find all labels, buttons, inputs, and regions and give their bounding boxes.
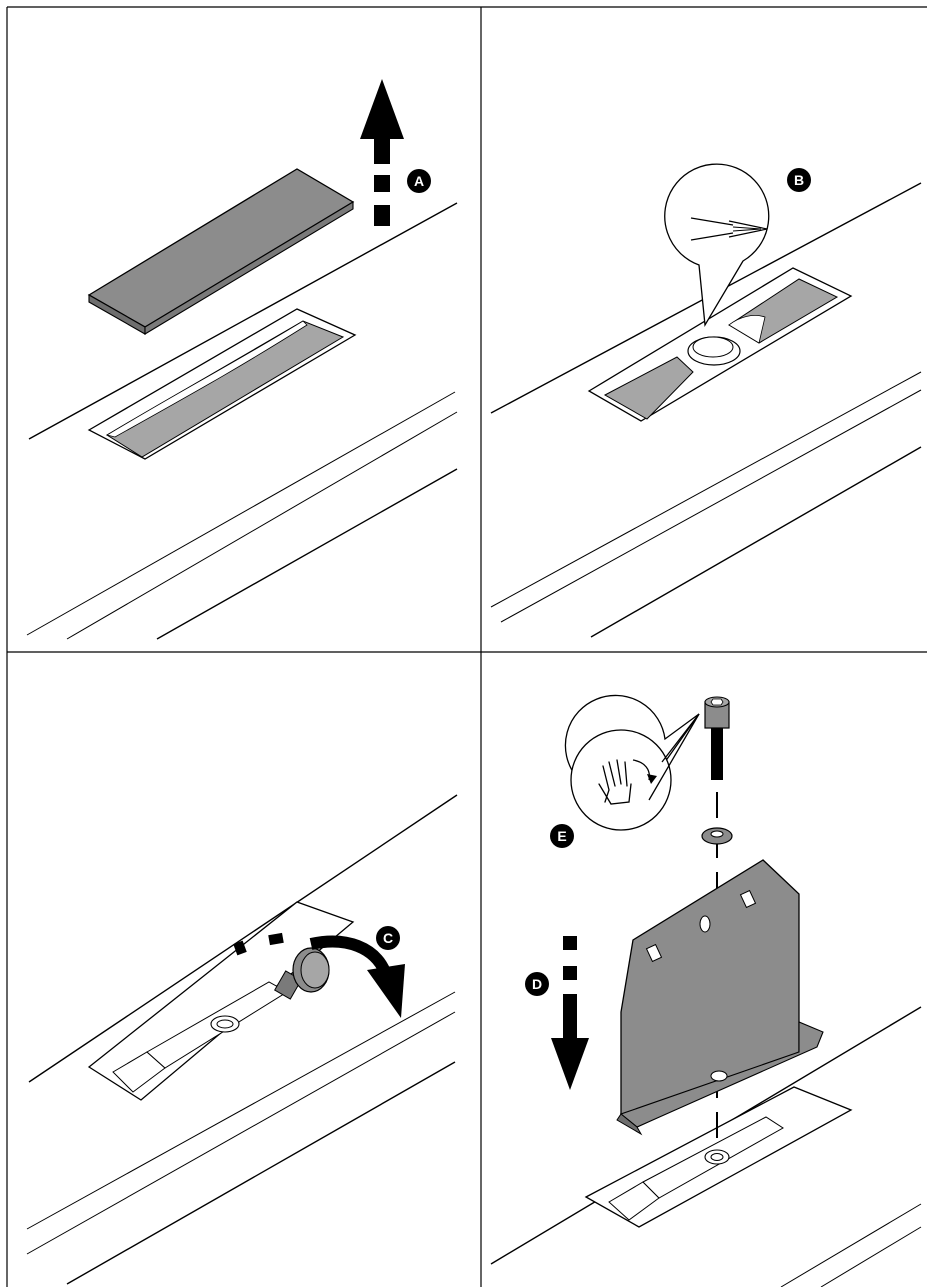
screwdriver-tip-icon bbox=[690, 217, 768, 241]
bracket-slot bbox=[739, 889, 757, 909]
step-badge-c: C bbox=[376, 926, 400, 950]
rail-groove-line bbox=[780, 1203, 922, 1287]
rail-edge-line bbox=[28, 794, 458, 1083]
rail-groove-line bbox=[26, 1011, 456, 1255]
step-badge-label: C bbox=[383, 930, 393, 946]
hand-rotate-icon bbox=[598, 759, 657, 805]
step-badge-d: D bbox=[525, 972, 549, 996]
rail-edge-line bbox=[28, 202, 458, 440]
rail-groove-line bbox=[500, 389, 922, 623]
dashed-down-arrow-icon bbox=[551, 936, 589, 1090]
rail-slot bbox=[584, 1086, 853, 1228]
step-a-illustration: A bbox=[26, 79, 458, 640]
step-badge-label: E bbox=[557, 828, 566, 844]
step-badge-e: E bbox=[550, 824, 574, 848]
step-badge-a: A bbox=[407, 169, 431, 193]
cover-strip bbox=[87, 168, 355, 335]
panel-step-c: C bbox=[7, 652, 481, 1287]
rail-slot bbox=[587, 267, 853, 422]
step-badge-b: B bbox=[787, 168, 811, 192]
step-b-illustration: B bbox=[490, 163, 922, 638]
rail-groove-line bbox=[820, 1226, 922, 1287]
washer bbox=[701, 827, 733, 845]
rail-groove-line bbox=[490, 371, 922, 608]
dashed-path bbox=[233, 932, 284, 956]
screw bbox=[274, 947, 330, 1000]
rail-groove-line bbox=[26, 991, 456, 1230]
mounting-bracket bbox=[616, 859, 824, 1136]
rail-groove-line bbox=[26, 391, 456, 636]
panel-step-d-e: D E bbox=[481, 652, 927, 1287]
bracket-hole bbox=[710, 1070, 728, 1082]
rail-groove-line bbox=[66, 411, 458, 640]
rail-bottom-line bbox=[66, 1061, 456, 1285]
bracket-slot bbox=[645, 943, 663, 963]
curved-rotate-arrow-icon bbox=[309, 935, 405, 1018]
rail-bottom-line bbox=[590, 446, 922, 638]
panel-step-b: B bbox=[481, 7, 927, 652]
panel-step-a: A bbox=[7, 7, 481, 652]
hand-callout bbox=[564, 694, 700, 831]
step-d-e-illustration: D E bbox=[490, 694, 922, 1287]
socket-head-bolt bbox=[704, 696, 730, 780]
rail-slot bbox=[87, 308, 357, 460]
rail-slot bbox=[87, 901, 355, 1101]
rail-bottom-line bbox=[156, 468, 458, 640]
callout-bubble bbox=[664, 163, 770, 328]
step-badge-label: B bbox=[794, 172, 804, 188]
dashed-up-arrow-icon bbox=[360, 79, 404, 226]
step-badge-label: A bbox=[414, 173, 424, 189]
step-badge-label: D bbox=[532, 976, 542, 992]
step-c-illustration: C bbox=[26, 794, 458, 1285]
